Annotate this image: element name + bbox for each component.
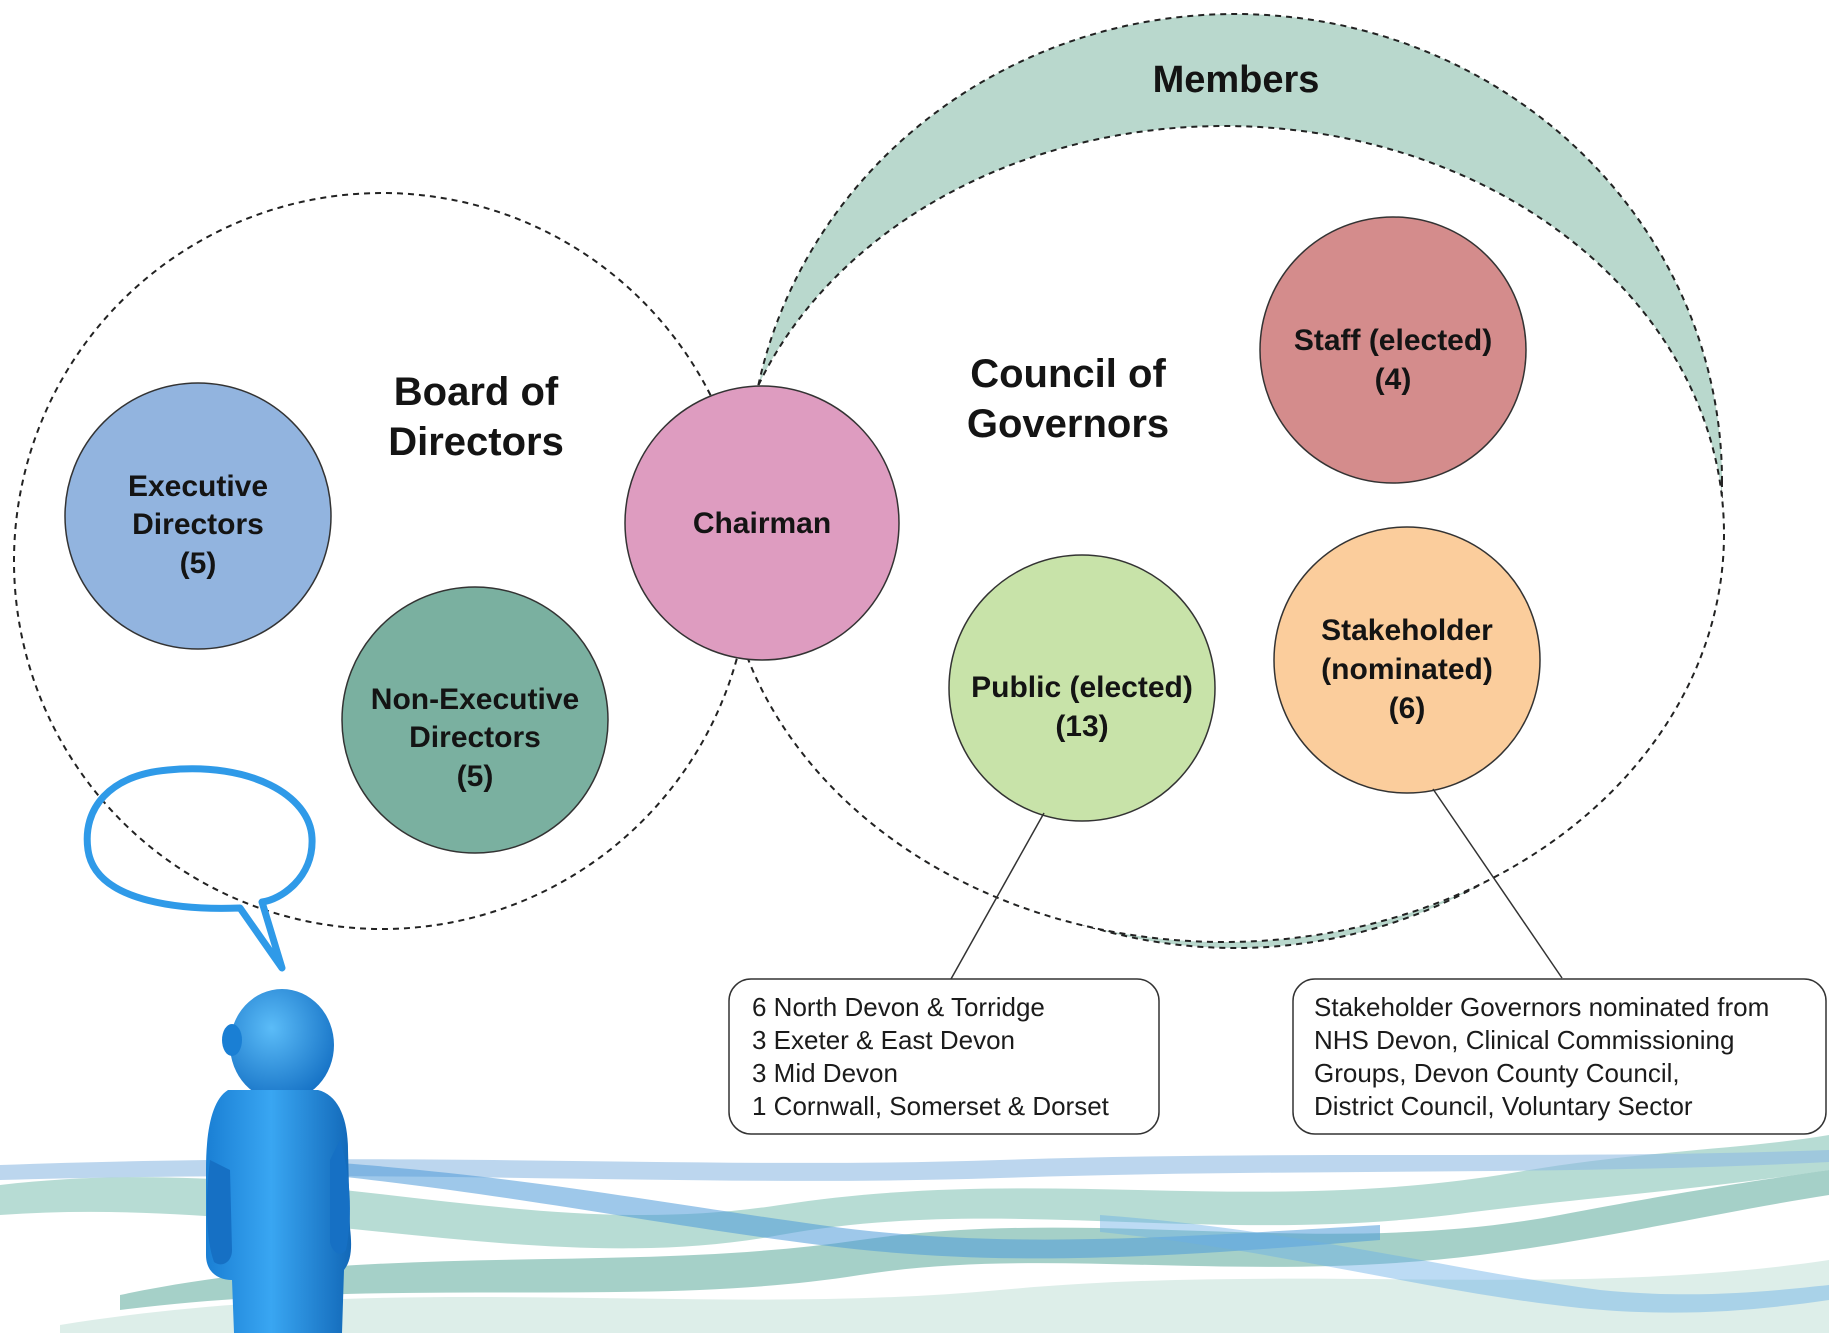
- executive-directors-node: Executive Directors (5): [64, 382, 332, 650]
- staff-line1: Staff (elected): [1294, 324, 1492, 357]
- stakeholder-box-line4: District Council, Voluntary Sector: [1314, 1091, 1693, 1121]
- public-breakdown-box: 6 North Devon & Torridge 3 Exeter & East…: [728, 978, 1160, 1135]
- stakeholder-line2: (nominated): [1321, 653, 1493, 686]
- members-title: Members: [1153, 59, 1320, 101]
- stakeholder-node: Stakeholder (nominated) (6): [1273, 526, 1541, 794]
- staff-node: Staff (elected) (4): [1259, 216, 1527, 484]
- executive-line1: Executive: [128, 470, 268, 503]
- stakeholder-box-line2: NHS Devon, Clinical Commissioning: [1314, 1025, 1734, 1055]
- speech-bubble-icon: [83, 765, 316, 972]
- stakeholder-breakdown-box: Stakeholder Governors nominated from NHS…: [1292, 978, 1827, 1135]
- non-executive-line3: (5): [457, 760, 494, 793]
- wave-decoration: [0, 1135, 1829, 1333]
- chairman-node: Chairman: [624, 385, 900, 661]
- public-box-line1: 6 North Devon & Torridge: [752, 992, 1045, 1022]
- stakeholder-line3: (6): [1389, 692, 1426, 725]
- public-node: Public (elected) (13): [948, 554, 1216, 822]
- board-title-line2: Directors: [388, 420, 564, 464]
- stakeholder-box-line1: Stakeholder Governors nominated from: [1314, 992, 1769, 1022]
- public-line2: (13): [1055, 710, 1108, 743]
- person-figure-icon: [206, 989, 352, 1333]
- chairman-label: Chairman: [693, 507, 831, 540]
- council-title-line1: Council of: [970, 352, 1166, 396]
- council-title-line2: Governors: [967, 402, 1169, 446]
- stakeholder-line1: Stakeholder: [1321, 614, 1493, 647]
- public-box-line3: 3 Mid Devon: [752, 1058, 898, 1088]
- public-line1: Public (elected): [971, 671, 1193, 704]
- stakeholder-box-line3: Groups, Devon County Council,: [1314, 1058, 1680, 1088]
- executive-line2: Directors: [132, 508, 264, 541]
- stakeholder-connector-line: [1432, 788, 1563, 979]
- public-box-line2: 3 Exeter & East Devon: [752, 1025, 1015, 1055]
- non-executive-line1: Non-Executive: [371, 683, 579, 716]
- executive-line3: (5): [180, 547, 217, 580]
- board-title-line1: Board of: [394, 370, 559, 414]
- public-connector-line: [950, 812, 1045, 980]
- non-executive-line2: Directors: [409, 721, 541, 754]
- non-executive-directors-node: Non-Executive Directors (5): [341, 586, 609, 854]
- staff-line2: (4): [1375, 363, 1412, 396]
- public-box-line4: 1 Cornwall, Somerset & Dorset: [752, 1091, 1110, 1121]
